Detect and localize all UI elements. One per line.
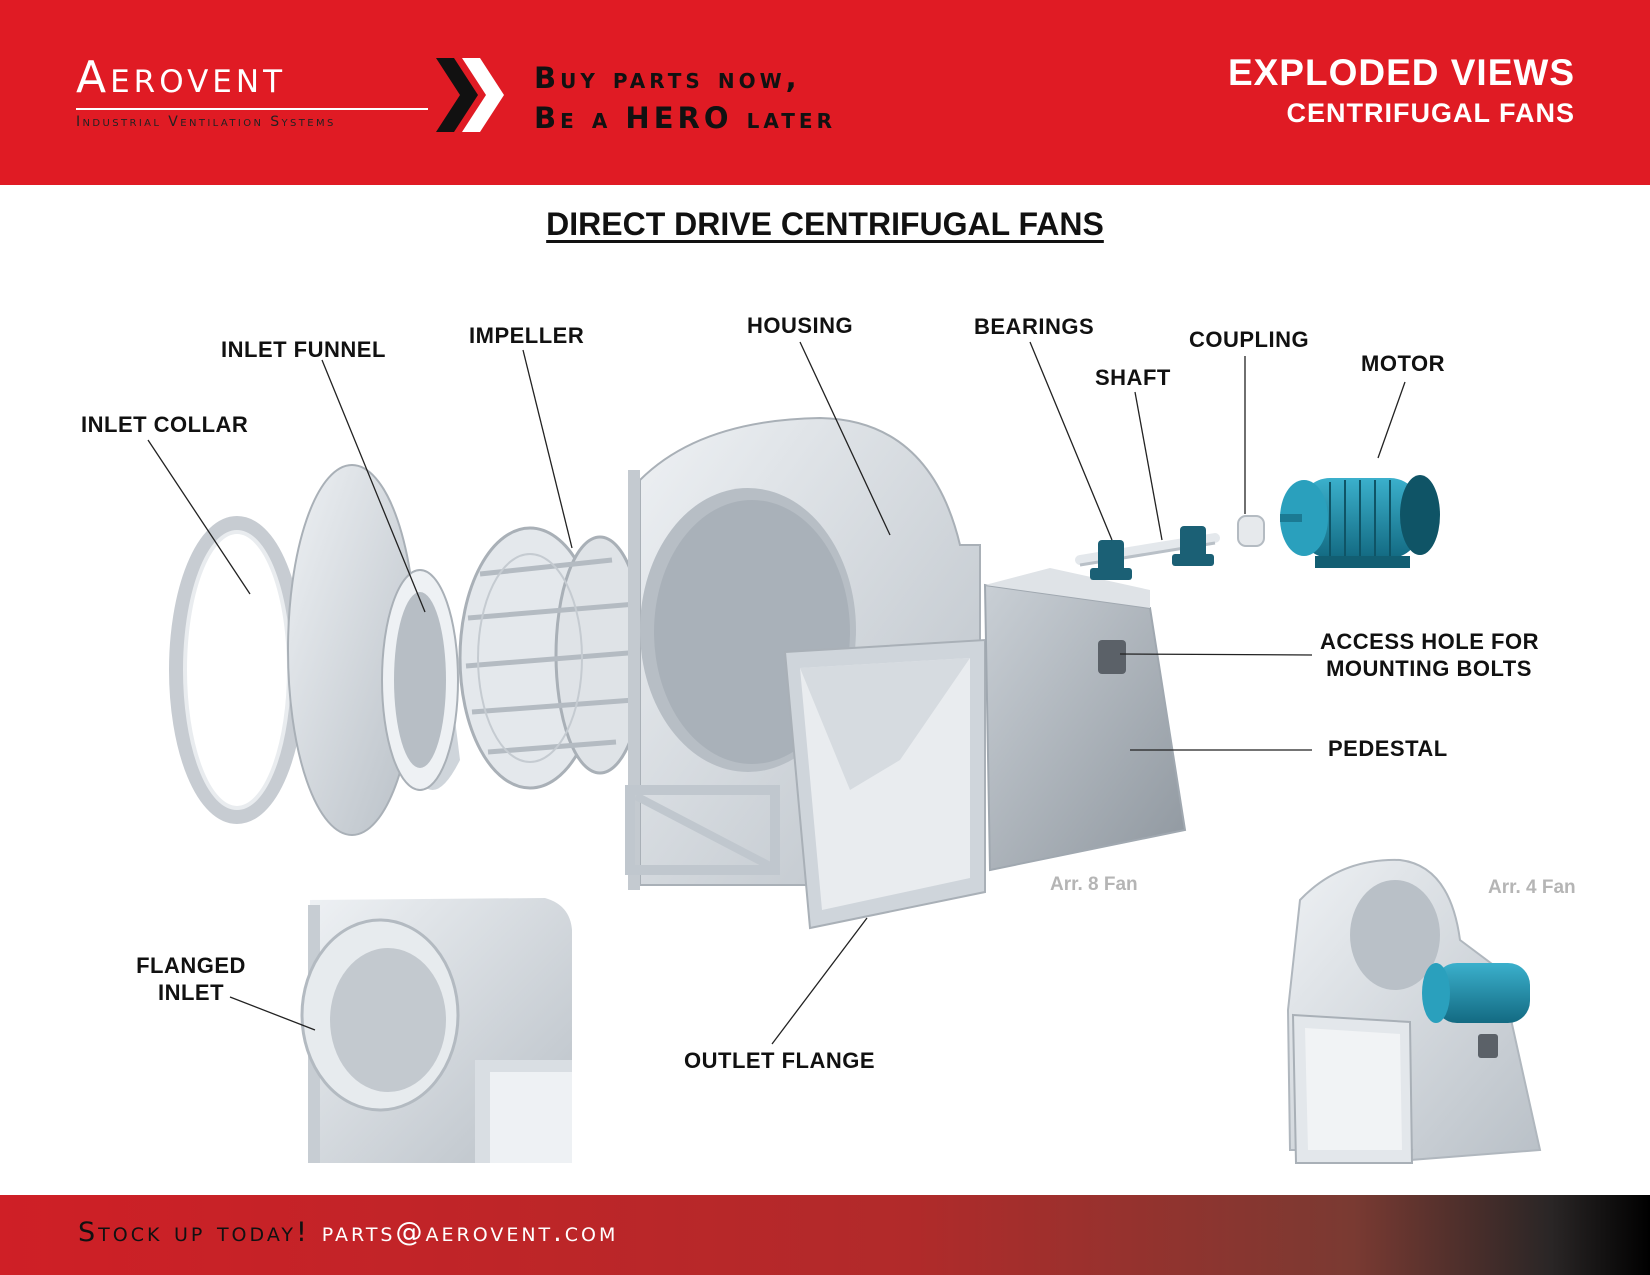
label-flanged-inlet: FLANGED INLET [130,952,252,1006]
label-bearings: BEARINGS [974,314,1095,339]
label-inlet-funnel: INLET FUNNEL [221,337,386,362]
footer-text: Stock up today! parts@aerovent.com [78,1217,618,1248]
page-title: DIRECT DRIVE CENTRIFUGAL FANS [546,206,1104,242]
label-flanged-inlet-line2: INLET [157,980,225,1005]
coupling-part [1237,515,1265,547]
slogan-line-1: Buy parts now, [534,61,801,95]
motor-part [1280,475,1440,568]
arr4-fan-illustration [1286,858,1542,1164]
outlet-flange-part [783,638,986,930]
header-banner: Aerovent Industrial Ventilation Systems … [0,0,1650,185]
label-outlet-flange: OUTLET FLANGE [684,1048,876,1073]
footer-cta: Stock up today! [78,1217,310,1248]
access-hole [1098,640,1126,674]
label-access-hole-line2: MOUNTING BOLTS [1326,656,1532,681]
label-access-hole: ACCESS HOLE FOR MOUNTING BOLTS [1320,628,1538,682]
label-access-hole-line1: ACCESS HOLE FOR [1320,629,1539,654]
slogan-line-2: Be a HERO later [534,101,836,135]
chevron-logo-icon [436,58,504,132]
brand-logo: Aerovent [76,52,287,103]
footer-email-link[interactable]: parts@aerovent.com [321,1217,619,1248]
brand-tagline: Industrial Ventilation Systems [76,114,336,130]
section-subtitle: CENTRIFUGAL FANS [1286,98,1575,128]
label-motor: MOTOR [1361,351,1445,376]
caption-arr4-fan: Arr. 4 Fan [1488,877,1576,898]
label-inlet-collar: INLET COLLAR [81,412,249,437]
leader-lines [147,341,1406,1045]
shaft-and-bearings-part [1075,526,1220,580]
flanged-inlet-detail [300,898,572,1163]
label-flanged-inlet-line1: FLANGED [136,953,246,978]
pedestal-part [983,568,1187,872]
inlet-funnel-part [287,464,460,836]
impeller-part [458,526,646,790]
exploded-fan-diagram [147,341,1542,1164]
logo-rule [76,108,428,110]
label-impeller: IMPELLER [469,323,585,348]
inlet-collar-part [169,516,305,824]
footer-banner: Stock up today! parts@aerovent.com [0,1195,1650,1275]
caption-arr8-fan: Arr. 8 Fan [1050,874,1138,895]
label-housing: HOUSING [747,313,854,338]
label-pedestal: PEDESTAL [1328,736,1448,761]
section-title: EXPLODED VIEWS [1227,52,1575,93]
label-shaft: SHAFT [1095,365,1171,390]
label-coupling: COUPLING [1189,327,1310,352]
